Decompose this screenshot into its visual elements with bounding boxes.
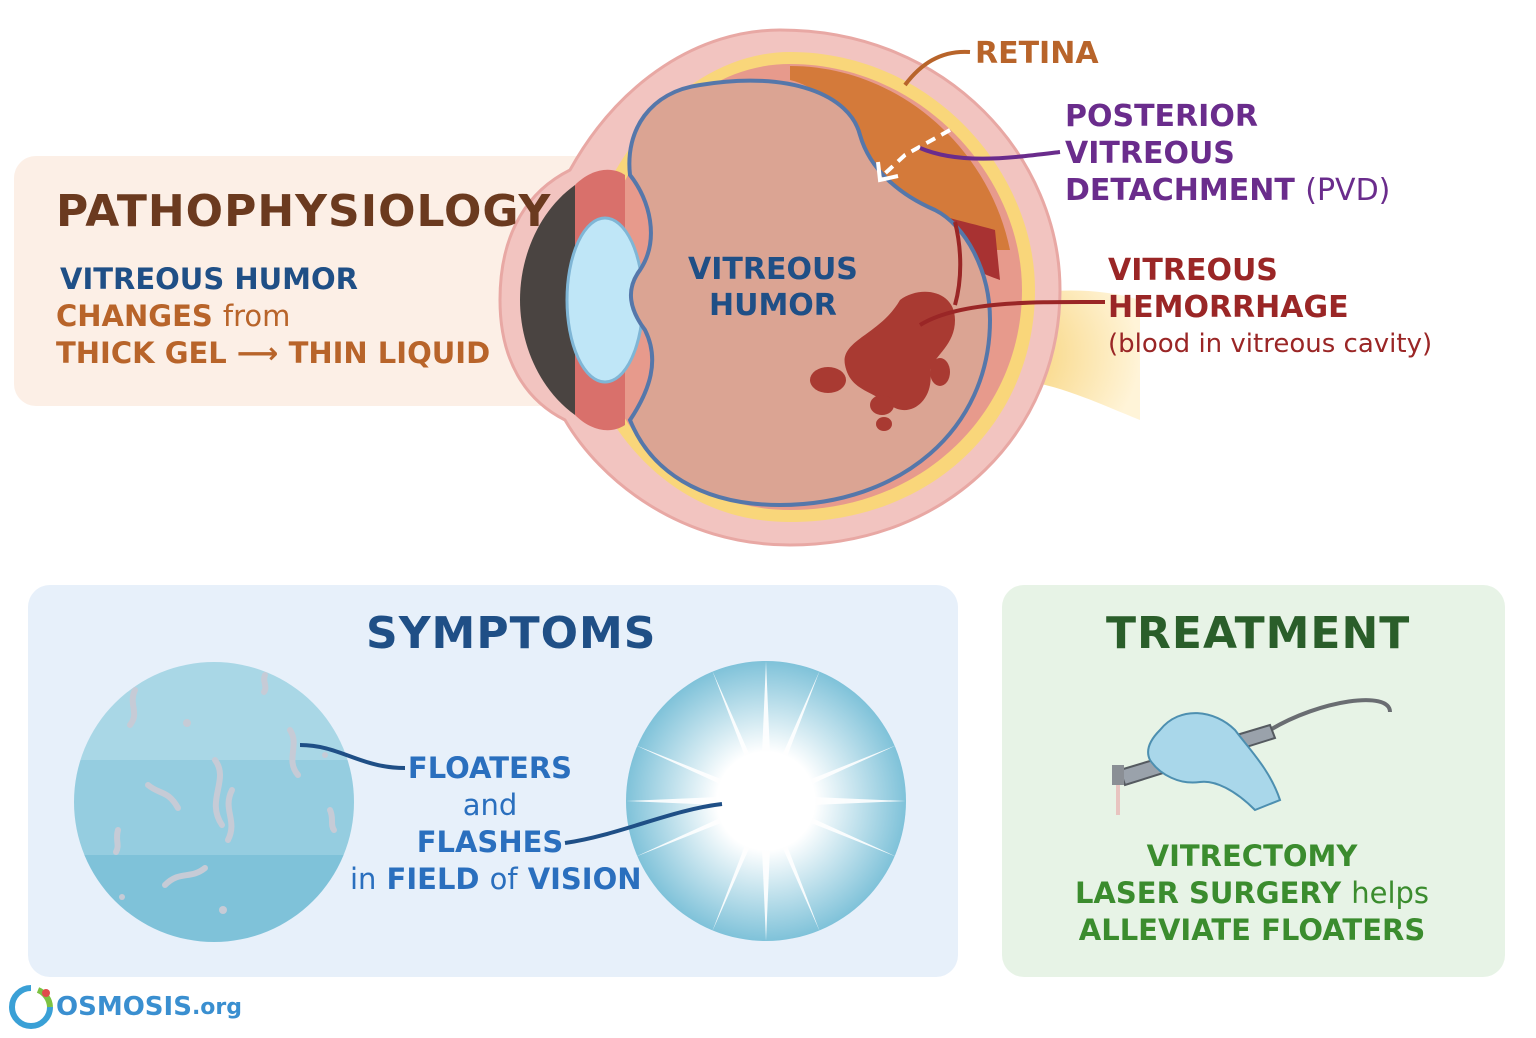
- helps-text: helps: [1351, 876, 1430, 910]
- hemorrhage-leader: [918, 299, 1106, 327]
- floater-squiggle: [113, 827, 121, 855]
- pvd-label: POSTERIOR VITREOUS DETACHMENT (PVD): [1065, 98, 1390, 209]
- hemorrhage-line-3: (blood in vitreous cavity): [1108, 329, 1433, 359]
- pvd-line-3: DETACHMENT (PVD): [1065, 172, 1390, 209]
- hemorrhage-label: VITREOUS HEMORRHAGE (blood in vitreous c…: [1108, 252, 1432, 363]
- vitrectomy-text: VITRECTOMY: [1146, 839, 1358, 873]
- osmosis-logo-icon: [9, 985, 53, 1029]
- flashes-circle: [626, 661, 906, 941]
- thick-gel-text: THICK GEL: [56, 336, 227, 370]
- anterior-chamber: [520, 185, 575, 415]
- floater-squiggle: [327, 807, 337, 833]
- pvd-leader: [919, 146, 1061, 161]
- probe-cable: [1268, 698, 1392, 732]
- hemorrhage-line-1: VITREOUS: [1108, 253, 1278, 288]
- floater-squiggle: [145, 782, 181, 811]
- vitreous-humor-line-2: HUMOR: [708, 288, 837, 323]
- osmosis-logo-suffix: .org: [191, 994, 243, 1020]
- vitreous-humor-line-1: VITREOUS: [688, 252, 858, 287]
- floaters-text: FLOATERS: [407, 751, 573, 785]
- floater-squiggle: [225, 787, 235, 843]
- pvd-line-1: POSTERIOR: [1065, 99, 1258, 134]
- pvd-arrow: [878, 128, 951, 180]
- floater-squiggle: [287, 727, 301, 778]
- and-text: and: [462, 788, 518, 822]
- osmosis-logo[interactable]: OSMOSIS .org: [8, 982, 242, 1032]
- laser-surgery-text: LASER SURGERY: [1074, 876, 1342, 910]
- probe-tip: [1112, 765, 1124, 785]
- pathophysiology-title: PATHOPHYSIOLOGY: [56, 186, 552, 237]
- retina-label: RETINA: [975, 36, 1099, 71]
- alleviate-floaters-text: ALLEVIATE FLOATERS: [1078, 913, 1426, 947]
- floater-squiggle: [162, 865, 208, 888]
- vitreous-humor-label: VITREOUS HUMOR: [688, 252, 858, 324]
- blood-drop-4: [930, 358, 950, 386]
- pvd-arrowhead: [876, 161, 899, 183]
- hemorrhage-line-2: HEMORRHAGE: [1108, 290, 1349, 325]
- symptoms-caption: FLOATERS and FLASHES in FIELD of VISION: [350, 750, 642, 898]
- laser-surgery-line: LASER SURGERY helps: [1022, 875, 1482, 912]
- gloved-hand: [1147, 712, 1282, 812]
- detachment-text: DETACHMENT: [1065, 173, 1295, 208]
- treatment-title: TREATMENT: [1106, 608, 1411, 659]
- floater-squiggle: [261, 672, 269, 695]
- blood-drop-3: [876, 417, 892, 431]
- vision-text: VISION: [527, 862, 642, 896]
- thin-liquid-text: THIN LIQUID: [288, 336, 491, 370]
- flashes-text: FLASHES: [416, 825, 564, 859]
- retina-leader: [903, 49, 971, 87]
- arrow-icon: ⟶: [236, 336, 279, 370]
- osmosis-logo-name: OSMOSIS: [56, 992, 192, 1022]
- blood-drop-1: [810, 367, 846, 393]
- pvd-line-2: VITREOUS: [1065, 136, 1235, 171]
- of-text: of: [489, 862, 518, 896]
- field-of-vision-text: in FIELD of VISION: [350, 861, 642, 898]
- patho-line-2: CHANGES from: [56, 299, 290, 333]
- in-text: in: [350, 862, 377, 896]
- floater-squiggle: [127, 687, 138, 728]
- changes-text: CHANGES: [56, 299, 213, 333]
- treatment-caption: VITRECTOMY LASER SURGERY helps ALLEVIATE…: [1022, 838, 1482, 949]
- floaters-leader: [299, 743, 406, 770]
- flashes-leader: [564, 802, 723, 845]
- symptoms-title: SYMPTOMS: [366, 608, 657, 659]
- floater-squiggle: [212, 757, 225, 828]
- patho-line-1: VITREOUS HUMOR: [60, 262, 359, 296]
- field-text: FIELD: [386, 862, 480, 896]
- hemorrhage-bracket: [953, 221, 963, 306]
- from-text: from: [222, 299, 291, 333]
- patho-line-3: THICK GEL ⟶ THIN LIQUID: [56, 336, 490, 370]
- blood-drop-2: [870, 395, 894, 415]
- pvd-abbr: (PVD): [1305, 173, 1391, 208]
